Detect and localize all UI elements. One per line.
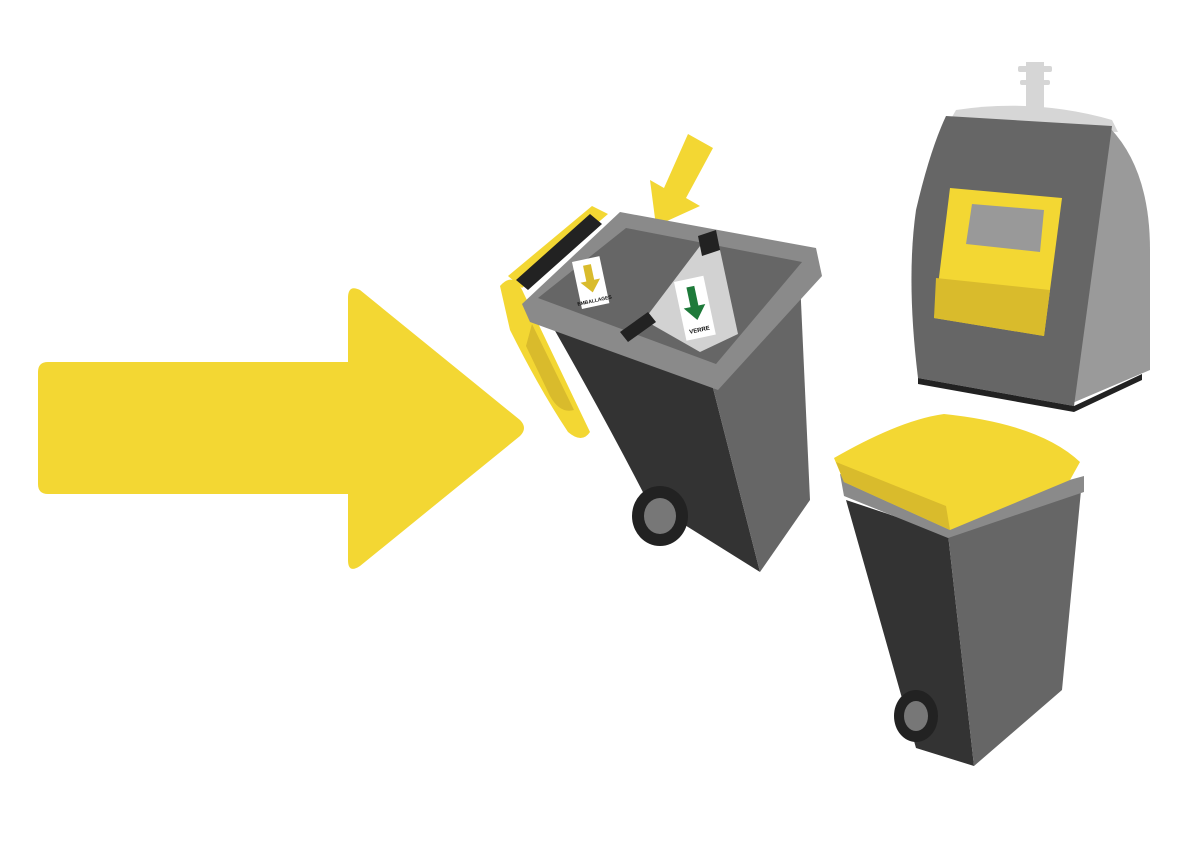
arrow-down-left-icon	[650, 134, 713, 226]
open-wheelie-bin-icon: EMBALLAGES VERRE	[500, 206, 822, 572]
arrow-right-icon	[38, 288, 524, 569]
verre-tag-text: VERRE	[689, 326, 710, 336]
collection-terminal-icon	[911, 62, 1150, 412]
closed-wheelie-bin-icon	[834, 414, 1084, 766]
